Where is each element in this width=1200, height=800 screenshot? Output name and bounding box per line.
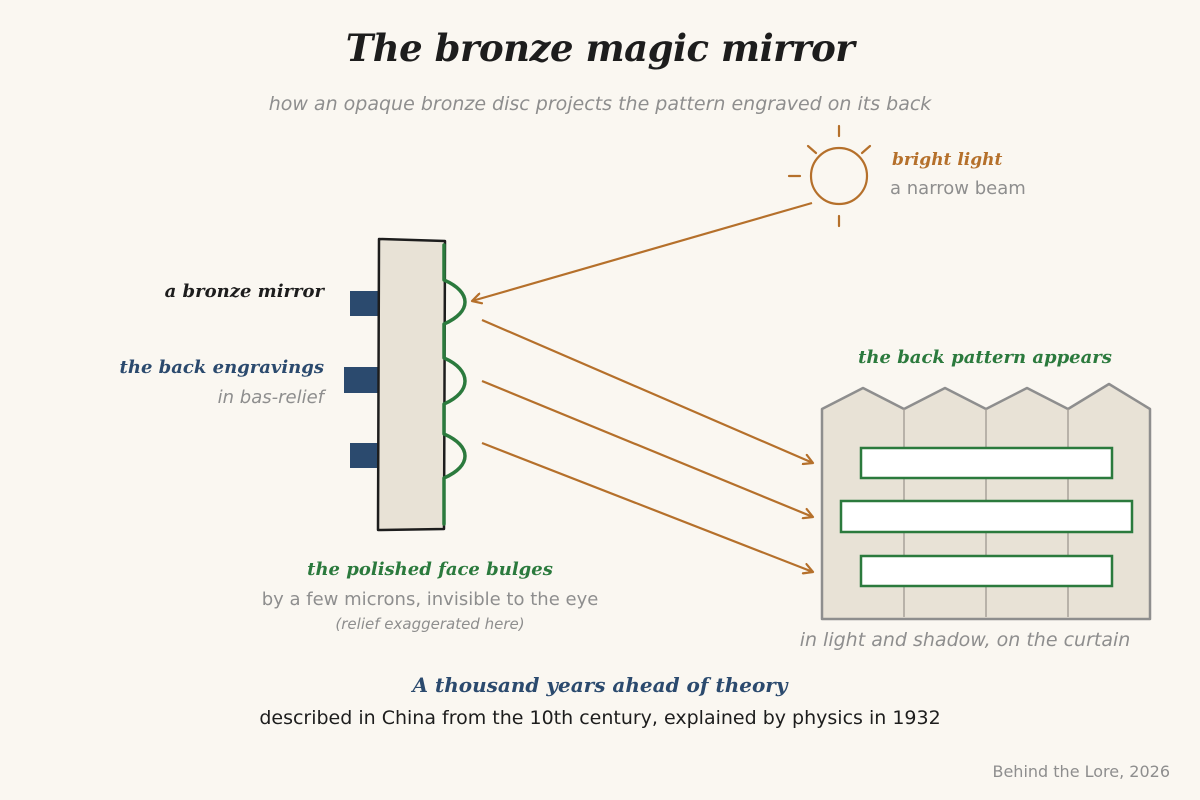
sun-icon: [787, 124, 872, 228]
pattern-label: the back pattern appears: [858, 347, 1112, 368]
pattern-bar: [859, 554, 1114, 588]
page-subtitle: how an opaque bronze disc projects the p…: [268, 93, 932, 115]
incoming-beam: [472, 201, 813, 301]
engravings-label: the back engravings: [119, 357, 324, 378]
bulge-label: the polished face bulges: [307, 559, 553, 580]
light-sublabel: a narrow beam: [890, 178, 1026, 199]
footer-title: A thousand years ahead of theory: [412, 673, 788, 697]
pattern-bar: [839, 499, 1134, 534]
back-engravings: [344, 291, 382, 468]
curtain-caption: in light and shadow, on the curtain: [799, 629, 1131, 651]
light-label: bright light: [892, 150, 1003, 170]
page-title: The bronze magic mirror: [345, 26, 855, 70]
mirror-label: a bronze mirror: [164, 281, 324, 302]
footer-text: described in China from the 10th century…: [259, 707, 941, 729]
credit: Behind the Lore, 2026: [992, 762, 1170, 781]
engravings-sublabel: in bas-relief: [217, 387, 324, 408]
bulge-note: (relief exaggerated here): [335, 615, 525, 633]
reflected-beams: [481, 318, 813, 572]
polished-face: [442, 243, 467, 526]
bulge-sublabel: by a few microns, invisible to the eye: [261, 589, 599, 610]
pattern-bar: [859, 446, 1114, 480]
bronze-mirror: [376, 237, 447, 532]
projected-pattern: [839, 446, 1134, 588]
